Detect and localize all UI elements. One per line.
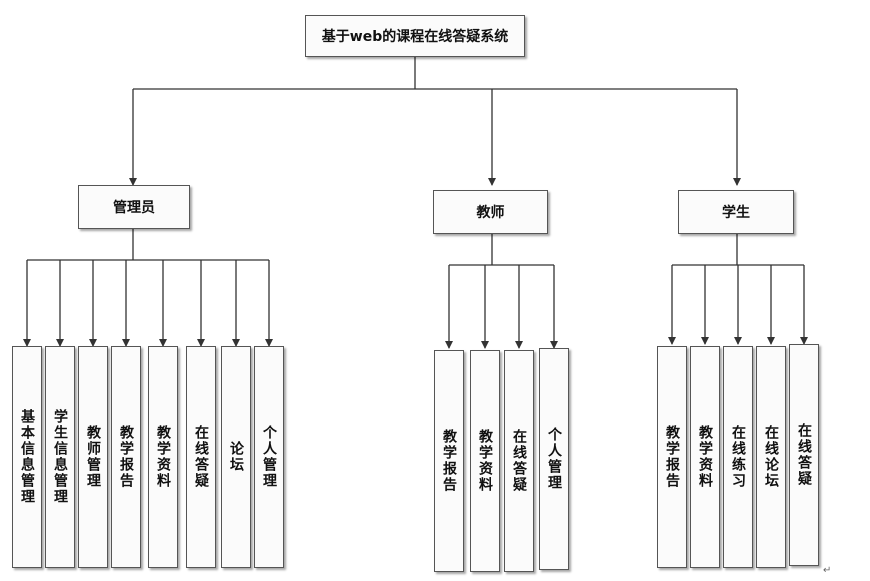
leaf-node: 个人管理 bbox=[539, 348, 569, 570]
leaf-node-label: 论坛 bbox=[228, 441, 244, 473]
group-node-label: 管理员 bbox=[113, 200, 155, 216]
group-node-teacher: 教师 bbox=[433, 190, 548, 234]
leaf-node: 论坛 bbox=[221, 346, 251, 568]
leaf-node-label: 教学报告 bbox=[441, 429, 457, 493]
leaf-node: 个人管理 bbox=[254, 346, 284, 568]
leaf-node-label: 在线论坛 bbox=[763, 425, 779, 489]
leaf-node: 教学报告 bbox=[434, 350, 464, 572]
leaf-node-label: 个人管理 bbox=[261, 425, 277, 489]
leaf-node: 教学资料 bbox=[470, 350, 500, 572]
leaf-node: 教学资料 bbox=[690, 346, 720, 568]
leaf-node-label: 在线练习 bbox=[730, 425, 746, 489]
leaf-node: 在线答疑 bbox=[504, 350, 534, 572]
leaf-node: 教学资料 bbox=[148, 346, 178, 568]
leaf-node: 在线答疑 bbox=[789, 344, 819, 566]
group-node-label: 教师 bbox=[476, 205, 505, 221]
leaf-node-label: 教学资料 bbox=[477, 429, 493, 493]
leaf-node-label: 基本信息管理 bbox=[19, 409, 35, 505]
leaf-node: 基本信息管理 bbox=[12, 346, 42, 568]
leaf-node-label: 个人管理 bbox=[546, 427, 562, 491]
group-node-label: 学生 bbox=[722, 205, 750, 221]
leaf-node: 教师管理 bbox=[78, 346, 108, 568]
root-node-label: 基于web的课程在线答疑系统 bbox=[321, 29, 509, 45]
group-node-admin: 管理员 bbox=[78, 185, 190, 229]
leaf-node-label: 在线答疑 bbox=[193, 425, 209, 489]
leaf-node-label: 在线答疑 bbox=[511, 429, 527, 493]
leaf-node-label: 教学资料 bbox=[155, 425, 171, 489]
group-node-student: 学生 bbox=[678, 190, 794, 234]
leaf-node: 在线练习 bbox=[723, 346, 753, 568]
leaf-node: 在线论坛 bbox=[756, 346, 786, 568]
root-node: 基于web的课程在线答疑系统 bbox=[305, 15, 525, 57]
leaf-node-label: 学生信息管理 bbox=[52, 409, 68, 505]
leaf-node-label: 教学资料 bbox=[697, 425, 713, 489]
leaf-node: 在线答疑 bbox=[186, 346, 216, 568]
leaf-node-label: 教学报告 bbox=[118, 425, 134, 489]
leaf-node-label: 教师管理 bbox=[85, 425, 101, 489]
leaf-node: 学生信息管理 bbox=[45, 346, 75, 568]
leaf-node: 教学报告 bbox=[657, 346, 687, 568]
leaf-node-label: 教学报告 bbox=[664, 425, 680, 489]
leaf-node: 教学报告 bbox=[111, 346, 141, 568]
paragraph-mark: ↵ bbox=[823, 565, 832, 576]
leaf-node-label: 在线答疑 bbox=[796, 423, 812, 487]
